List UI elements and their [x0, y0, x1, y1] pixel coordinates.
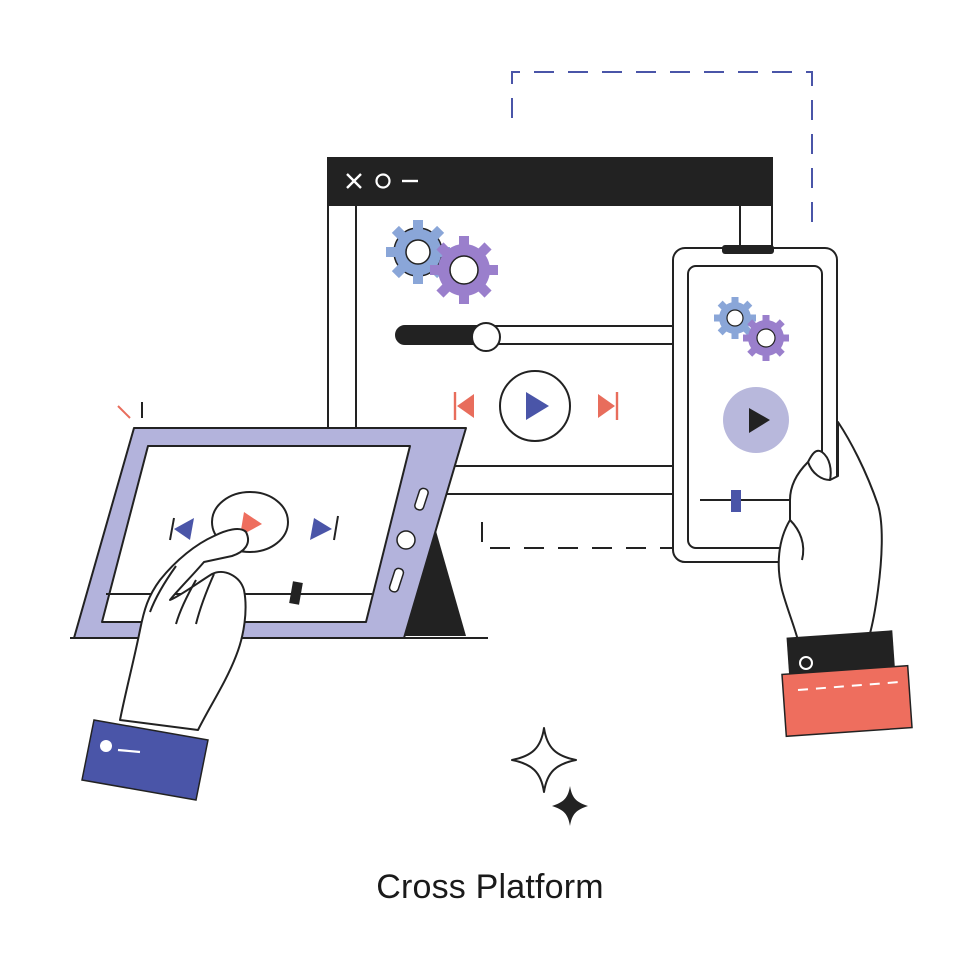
skip-back-icon[interactable]: [169, 517, 194, 541]
skip-back-icon[interactable]: [453, 392, 474, 420]
phone-play-button[interactable]: [723, 387, 789, 453]
seek-thumb[interactable]: [731, 490, 741, 512]
play-icon: [240, 512, 262, 536]
sparkle-icon: [511, 727, 577, 793]
tap-accent: [117, 402, 143, 419]
dashed-frame: [511, 71, 813, 232]
phone-notch: [722, 245, 774, 254]
play-icon: [526, 392, 549, 420]
left-sleeve: [81, 719, 209, 801]
gear-icon: [743, 315, 789, 361]
seek-thumb[interactable]: [289, 581, 303, 605]
play-icon: [749, 408, 770, 433]
skip-forward-icon[interactable]: [598, 392, 619, 420]
close-icon[interactable]: [346, 173, 362, 189]
cuff-button: [799, 656, 813, 670]
caption-title: Cross Platform: [376, 868, 604, 906]
play-button[interactable]: [499, 370, 571, 442]
desktop-seek-slider[interactable]: [395, 322, 681, 352]
cuff-button: [100, 740, 112, 752]
tablet-stand: [402, 524, 466, 636]
window-titlebar: [328, 158, 772, 206]
dashed-frame-bottom: [481, 522, 672, 549]
right-sleeve: [781, 664, 913, 738]
tablet-button: [388, 567, 405, 593]
right-hand: [777, 421, 913, 738]
skip-forward-icon[interactable]: [310, 515, 339, 541]
circle-icon[interactable]: [375, 173, 391, 189]
sparkle-icon: [552, 786, 588, 826]
tablet-button: [414, 487, 429, 511]
left-hand: [81, 528, 250, 801]
slider-thumb[interactable]: [471, 322, 501, 352]
tablet-device: [73, 427, 467, 639]
tablet-home-button: [396, 530, 416, 550]
gear-icon: [430, 236, 498, 304]
